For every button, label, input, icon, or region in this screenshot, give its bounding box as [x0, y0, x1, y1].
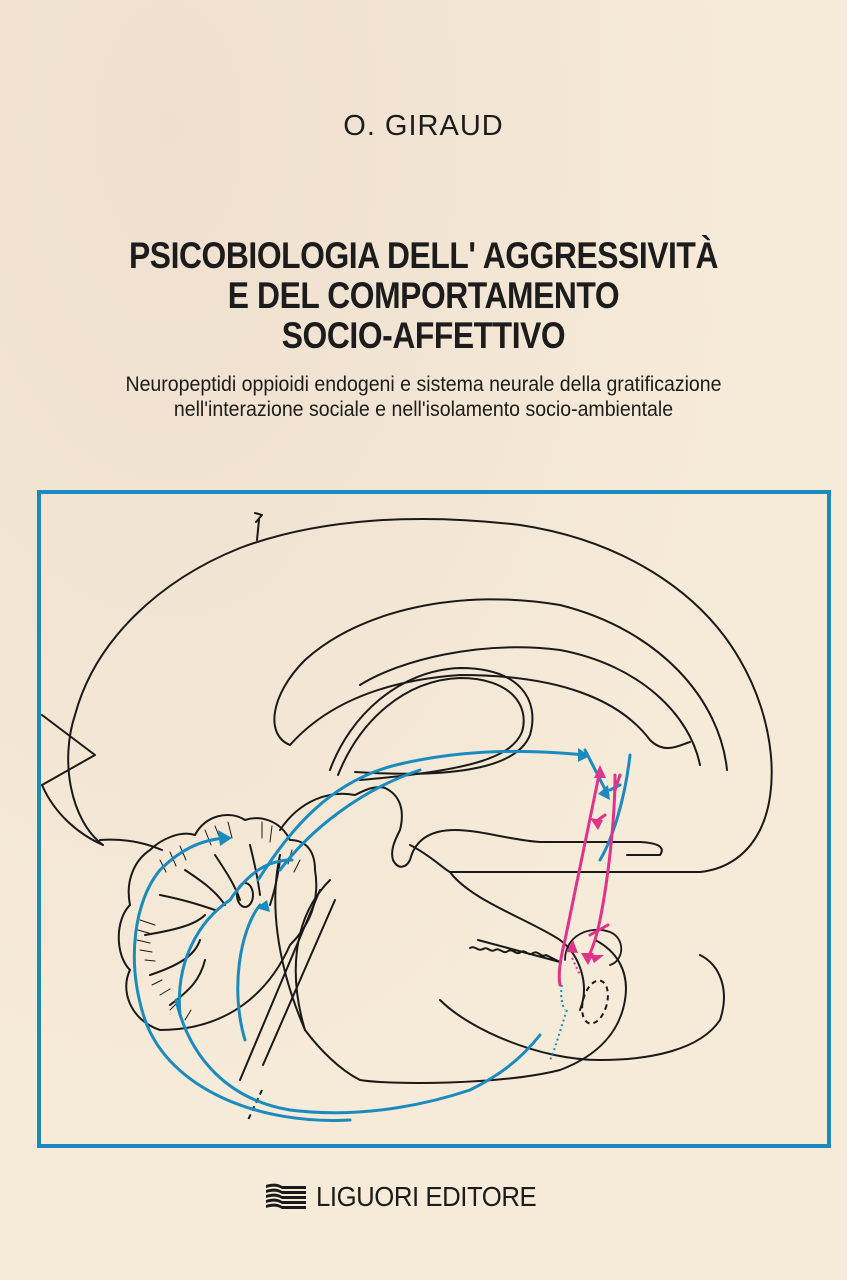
amygdala — [564, 928, 623, 966]
publisher: LIGUORI EDITORE — [266, 1181, 555, 1213]
dashed-nucleus — [581, 979, 609, 1025]
pink-arrow-3 — [566, 940, 578, 953]
pink-pathway-3 — [613, 773, 622, 792]
title-line-1: PSICOBIOLOGIA DELL' AGGRESSIVITÀ — [128, 235, 718, 276]
fornix — [329, 667, 534, 775]
blue-pathway-2 — [174, 998, 542, 1115]
blue-arrow-4 — [256, 900, 270, 912]
brainstem — [294, 879, 627, 1084]
blue-pathway-7 — [583, 748, 610, 797]
pink-pathway-1 — [557, 768, 602, 987]
blue-pathway-8 — [598, 753, 632, 862]
blue-arrow-2 — [578, 748, 590, 762]
subtitle-line-2: nell'interazione sociale e nell'isolamen… — [173, 398, 674, 421]
blue-arrow-3 — [598, 785, 610, 800]
cerebellum — [117, 814, 318, 1031]
temporal-lobe — [449, 871, 585, 1011]
brain-outline — [67, 517, 773, 873]
title-line-3: SOCIO-AFFETTIVO — [281, 315, 566, 356]
subtitle-line-1: Neuropeptidi oppioidi endogeni e sistema… — [125, 373, 722, 396]
blue-pathway-3 — [236, 903, 262, 1042]
pink-pathway-2 — [585, 773, 617, 962]
stacked-wave-lines-icon — [266, 1183, 306, 1209]
thalamus — [279, 786, 663, 868]
hippocampus — [469, 939, 561, 963]
publisher-name: LIGUORI EDITORE — [316, 1181, 537, 1212]
blue-pathway-1 — [132, 836, 352, 1122]
pink-arrow-5 — [590, 955, 604, 963]
book-subtitle: Neuropeptidi oppioidi endogeni e sistema… — [30, 372, 818, 422]
frontal-notch — [41, 714, 96, 786]
corpus-callosum — [273, 598, 728, 771]
pink-arrow-2 — [590, 818, 603, 830]
blue-pathway-6 — [278, 768, 422, 872]
author-name: O. GIRAUD — [343, 110, 504, 142]
pink-arrow-1 — [594, 765, 606, 778]
blue-arrow-1 — [218, 830, 232, 846]
illustration-frame — [37, 490, 831, 1148]
book-title: PSICOBIOLOGIA DELL' AGGRESSIVITÀ E DEL C… — [59, 236, 787, 356]
blue-pathway-5 — [256, 749, 587, 882]
title-line-2: E DEL COMPORTAMENTO — [227, 275, 620, 316]
